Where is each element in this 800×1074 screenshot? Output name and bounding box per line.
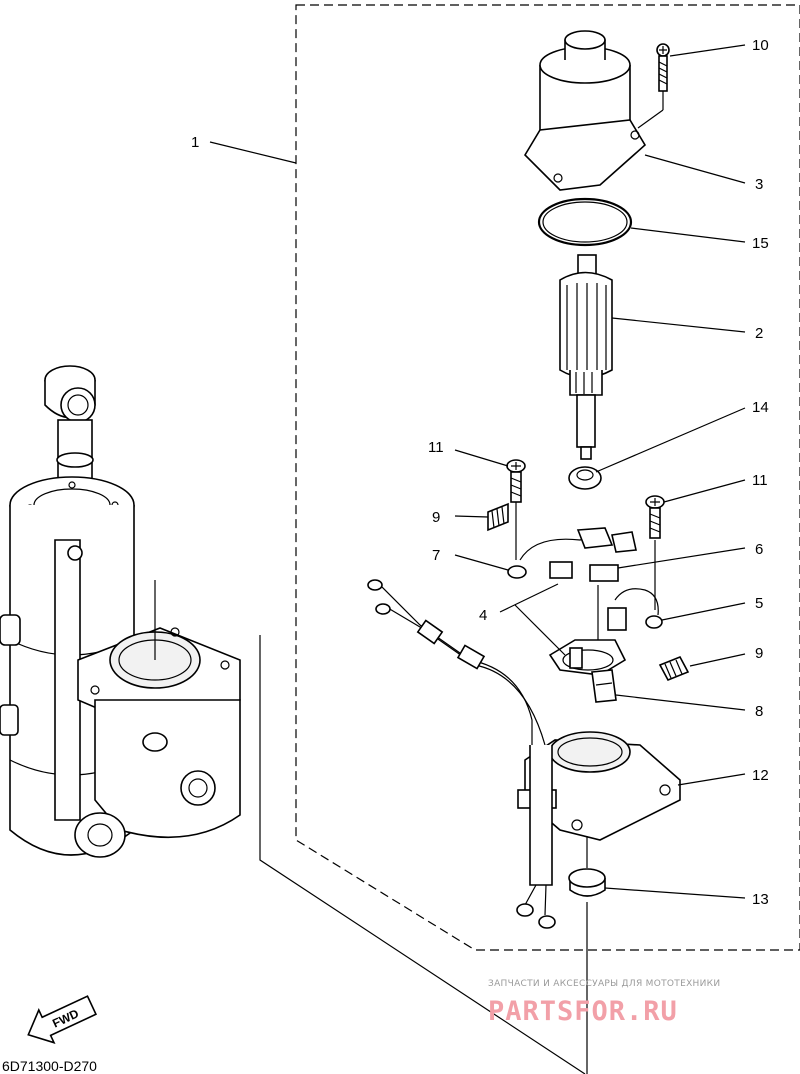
callout-3: 3 xyxy=(755,176,763,193)
motor-3 xyxy=(523,30,664,191)
screw-10 xyxy=(656,43,670,110)
callout-8: 8 xyxy=(755,703,763,720)
callout-1: 1 xyxy=(191,134,199,151)
spring-9-lower xyxy=(658,655,690,682)
callout-2: 2 xyxy=(755,325,763,342)
armature-2 xyxy=(559,254,613,460)
grommet-13 xyxy=(568,836,606,1074)
watermark-brand: PARTSFOR.RU xyxy=(488,996,678,1027)
callout-11-left: 11 xyxy=(428,439,444,456)
callout-12: 12 xyxy=(752,767,769,784)
washer-14 xyxy=(568,466,602,490)
callout-9-upper: 9 xyxy=(432,509,440,526)
mounting-guide-line xyxy=(259,635,586,1074)
assembly-boundary xyxy=(295,4,800,951)
cable-harness xyxy=(367,579,556,929)
callout-11-right: 11 xyxy=(752,472,768,489)
callout-7: 7 xyxy=(432,547,440,564)
callout-10: 10 xyxy=(752,37,769,54)
callout-15: 15 xyxy=(752,235,769,252)
o-ring-15 xyxy=(537,197,633,247)
spring-9-upper xyxy=(487,502,509,532)
brush-lead-5 xyxy=(607,588,663,631)
drawing-code: 6D71300-D270 xyxy=(2,1058,97,1074)
brush-holder-6 xyxy=(519,527,637,582)
callout-13: 13 xyxy=(752,891,769,908)
brush-plate-8 xyxy=(514,585,627,703)
callout-14: 14 xyxy=(752,399,769,416)
screw-11-right xyxy=(645,495,665,610)
callout-9-lower: 9 xyxy=(755,645,763,662)
callout-6: 6 xyxy=(755,541,763,558)
tilt-cylinder-assembly xyxy=(0,365,241,858)
watermark-tagline: ЗАПЧАСТИ И АКСЕССУАРЫ ДЛЯ МОТОТЕХНИКИ xyxy=(488,979,720,989)
callout-leaders xyxy=(209,44,746,899)
screw-11-left xyxy=(506,459,526,560)
washer-7 xyxy=(507,565,527,579)
fwd-arrow-icon: FWD xyxy=(27,995,98,1044)
callout-4: 4 xyxy=(479,607,487,624)
callout-5: 5 xyxy=(755,595,763,612)
